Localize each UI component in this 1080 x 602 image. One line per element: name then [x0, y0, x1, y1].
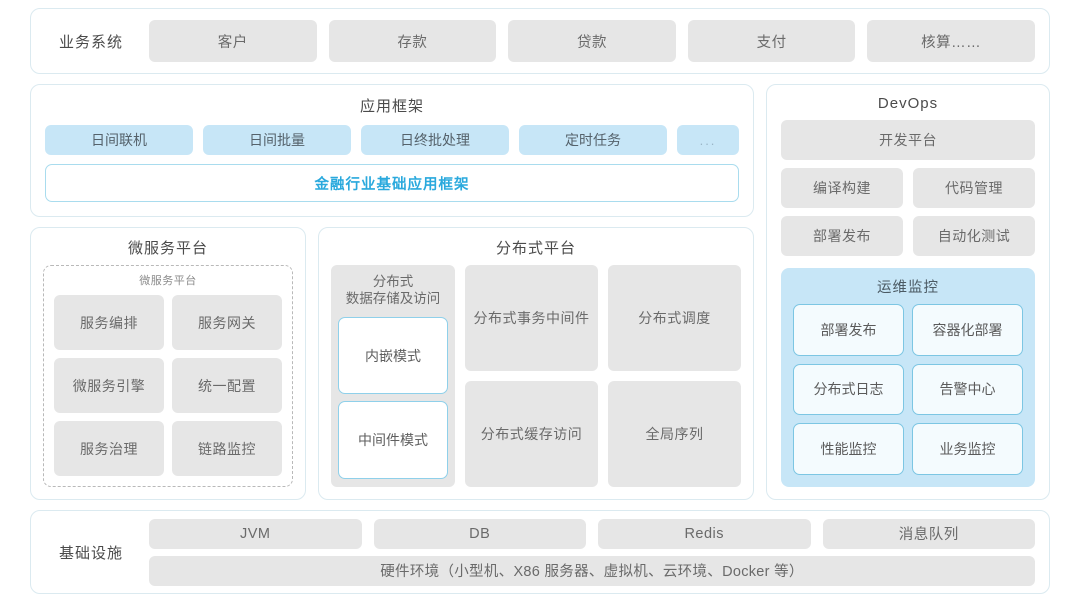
infrastructure-items: JVM DB Redis 消息队列: [149, 518, 1035, 549]
platform-column: 应用框架 日间联机 日间批量 日终批处理 定时任务 ... 金融行业基础应用框架…: [30, 84, 754, 500]
microservice-items: 服务编排 服务网关 微服务引擎 统一配置 服务治理 链路监控: [54, 295, 282, 476]
ops-item-performance-monitoring[interactable]: 性能监控: [793, 423, 904, 475]
devops-item-code-management[interactable]: 代码管理: [913, 168, 1035, 208]
lower-platforms: 微服务平台 微服务平台 服务编排 服务网关 微服务引擎 统一配置 服务治理 链路…: [30, 227, 754, 500]
distributed-storage-group: 分布式 数据存储及访问 内嵌模式 中间件模式: [331, 265, 455, 487]
dist-item-transaction-middleware[interactable]: 分布式 事务中间件: [465, 265, 598, 371]
devops-row-2: 部署发布 自动化测试: [781, 216, 1035, 256]
appfw-item-eod-batch[interactable]: 日终批处理: [361, 125, 509, 155]
infrastructure-section: 基础设施 JVM DB Redis 消息队列 硬件环境（小型机、X86 服务器、…: [30, 510, 1050, 594]
distributed-items: 分布式 事务中间件 分布式调度 分布式 缓存访问 全局序列: [465, 265, 741, 487]
business-systems-label: 业务系统: [58, 33, 123, 51]
dist-item-cache-access-line1: 分布式: [480, 425, 525, 442]
devops-item-compile-build[interactable]: 编译构建: [781, 168, 903, 208]
business-item-loan[interactable]: 贷款: [508, 20, 676, 62]
infrastructure-body: JVM DB Redis 消息队列 硬件环境（小型机、X86 服务器、虚拟机、云…: [149, 518, 1035, 586]
ops-item-alert-center[interactable]: 告警中心: [912, 363, 1023, 416]
distributed-storage-title-line1: 分布式: [372, 274, 414, 289]
business-systems-section: 业务系统 客户 存款 贷款 支付 核算……: [30, 8, 1050, 74]
business-item-deposit[interactable]: 存款: [328, 20, 497, 62]
microservice-platform-section: 微服务平台 微服务平台 服务编排 服务网关 微服务引擎 统一配置 服务治理 链路…: [30, 227, 306, 500]
micro-item-link-monitoring[interactable]: 链路监控: [172, 421, 282, 476]
micro-item-service-gateway[interactable]: 服务网关: [172, 295, 282, 350]
dist-item-global-sequence[interactable]: 全局序列: [608, 381, 741, 487]
storage-mode-embedded[interactable]: 内嵌模式: [338, 316, 448, 395]
microservice-dashed-group: 微服务平台 服务编排 服务网关 微服务引擎 统一配置 服务治理 链路监控: [43, 265, 293, 487]
infra-item-jvm[interactable]: JVM: [149, 518, 362, 549]
ops-item-containerized-deploy[interactable]: 容器化部署: [912, 304, 1023, 356]
devops-item-automated-testing[interactable]: 自动化测试: [913, 216, 1035, 256]
business-item-payment[interactable]: 支付: [687, 20, 856, 62]
business-item-customer[interactable]: 客户: [149, 20, 317, 62]
devops-items: 开发平台 编译构建 代码管理 部署发布 自动化测试: [781, 120, 1035, 256]
middle-band: 应用框架 日间联机 日间批量 日终批处理 定时任务 ... 金融行业基础应用框架…: [30, 84, 1050, 500]
micro-item-service-governance[interactable]: 服务治理: [54, 421, 164, 476]
microservice-platform-title: 微服务平台: [127, 240, 208, 257]
microservice-inner-title: 微服务平台: [139, 275, 197, 287]
dist-item-scheduling[interactable]: 分布式调度: [608, 265, 741, 371]
ops-item-distributed-logging[interactable]: 分布式日志: [793, 363, 904, 416]
devops-section: DevOps 开发平台 编译构建 代码管理 部署发布 自动化测试 运维监控 部署…: [766, 84, 1050, 500]
devops-item-dev-platform[interactable]: 开发平台: [781, 120, 1035, 160]
infra-item-message-queue[interactable]: 消息队列: [822, 518, 1035, 549]
ops-monitoring-title: 运维监控: [877, 280, 939, 296]
appfw-item-more[interactable]: ...: [677, 125, 739, 155]
appfw-item-intraday-online[interactable]: 日间联机: [45, 125, 193, 155]
infra-item-db[interactable]: DB: [373, 518, 586, 549]
appfw-item-intraday-batch[interactable]: 日间批量: [203, 125, 351, 155]
devops-row-1: 编译构建 代码管理: [781, 168, 1035, 208]
micro-item-service-orchestration[interactable]: 服务编排: [54, 295, 164, 350]
business-systems-items: 客户 存款 贷款 支付 核算……: [149, 20, 1035, 62]
infra-item-redis[interactable]: Redis: [598, 518, 811, 549]
micro-item-microservice-engine[interactable]: 微服务引擎: [54, 358, 164, 413]
appfw-item-scheduled-task[interactable]: 定时任务: [519, 125, 667, 155]
application-framework-title: 应用框架: [359, 98, 424, 115]
ops-monitoring-items: 部署发布 容器化部署 分布式日志 告警中心 性能监控 业务监控: [793, 304, 1023, 475]
financial-foundation-framework[interactable]: 金融行业基础应用框架: [45, 164, 739, 202]
devops-title: DevOps: [877, 95, 939, 112]
infrastructure-label: 基础设施: [58, 544, 123, 562]
business-item-accounting[interactable]: 核算……: [867, 20, 1035, 62]
distributed-storage-title: 分布式 数据存储及访问: [338, 273, 448, 310]
application-framework-items: 日间联机 日间批量 日终批处理 定时任务 ...: [45, 125, 739, 155]
distributed-body: 分布式 数据存储及访问 内嵌模式 中间件模式 分布式 事务中间件 分布式调度: [331, 265, 741, 487]
ops-monitoring-section: 运维监控 部署发布 容器化部署 分布式日志 告警中心 性能监控 业务监控: [781, 268, 1035, 487]
dist-item-cache-access-line2: 缓存访问: [524, 425, 583, 442]
micro-item-unified-config[interactable]: 统一配置: [172, 358, 282, 413]
devops-item-deploy-release[interactable]: 部署发布: [781, 216, 903, 256]
storage-mode-middleware[interactable]: 中间件模式: [338, 401, 448, 479]
distributed-storage-title-line2: 数据存储及访问: [345, 290, 441, 306]
distributed-platform-title: 分布式平台: [495, 240, 576, 257]
application-framework-section: 应用框架 日间联机 日间批量 日终批处理 定时任务 ... 金融行业基础应用框架: [30, 84, 754, 217]
ops-item-deploy-release[interactable]: 部署发布: [793, 304, 904, 356]
infra-item-hardware-environment[interactable]: 硬件环境（小型机、X86 服务器、虚拟机、云环境、Docker 等）: [149, 555, 1035, 586]
dist-item-transaction-middleware-line1: 分布式: [473, 309, 517, 326]
dist-item-transaction-middleware-line2: 事务中间件: [517, 309, 590, 326]
distributed-platform-section: 分布式平台 分布式 数据存储及访问 内嵌模式 中间件模式: [318, 227, 754, 500]
ops-item-business-monitoring[interactable]: 业务监控: [912, 423, 1023, 475]
dist-item-cache-access[interactable]: 分布式 缓存访问: [465, 381, 598, 487]
